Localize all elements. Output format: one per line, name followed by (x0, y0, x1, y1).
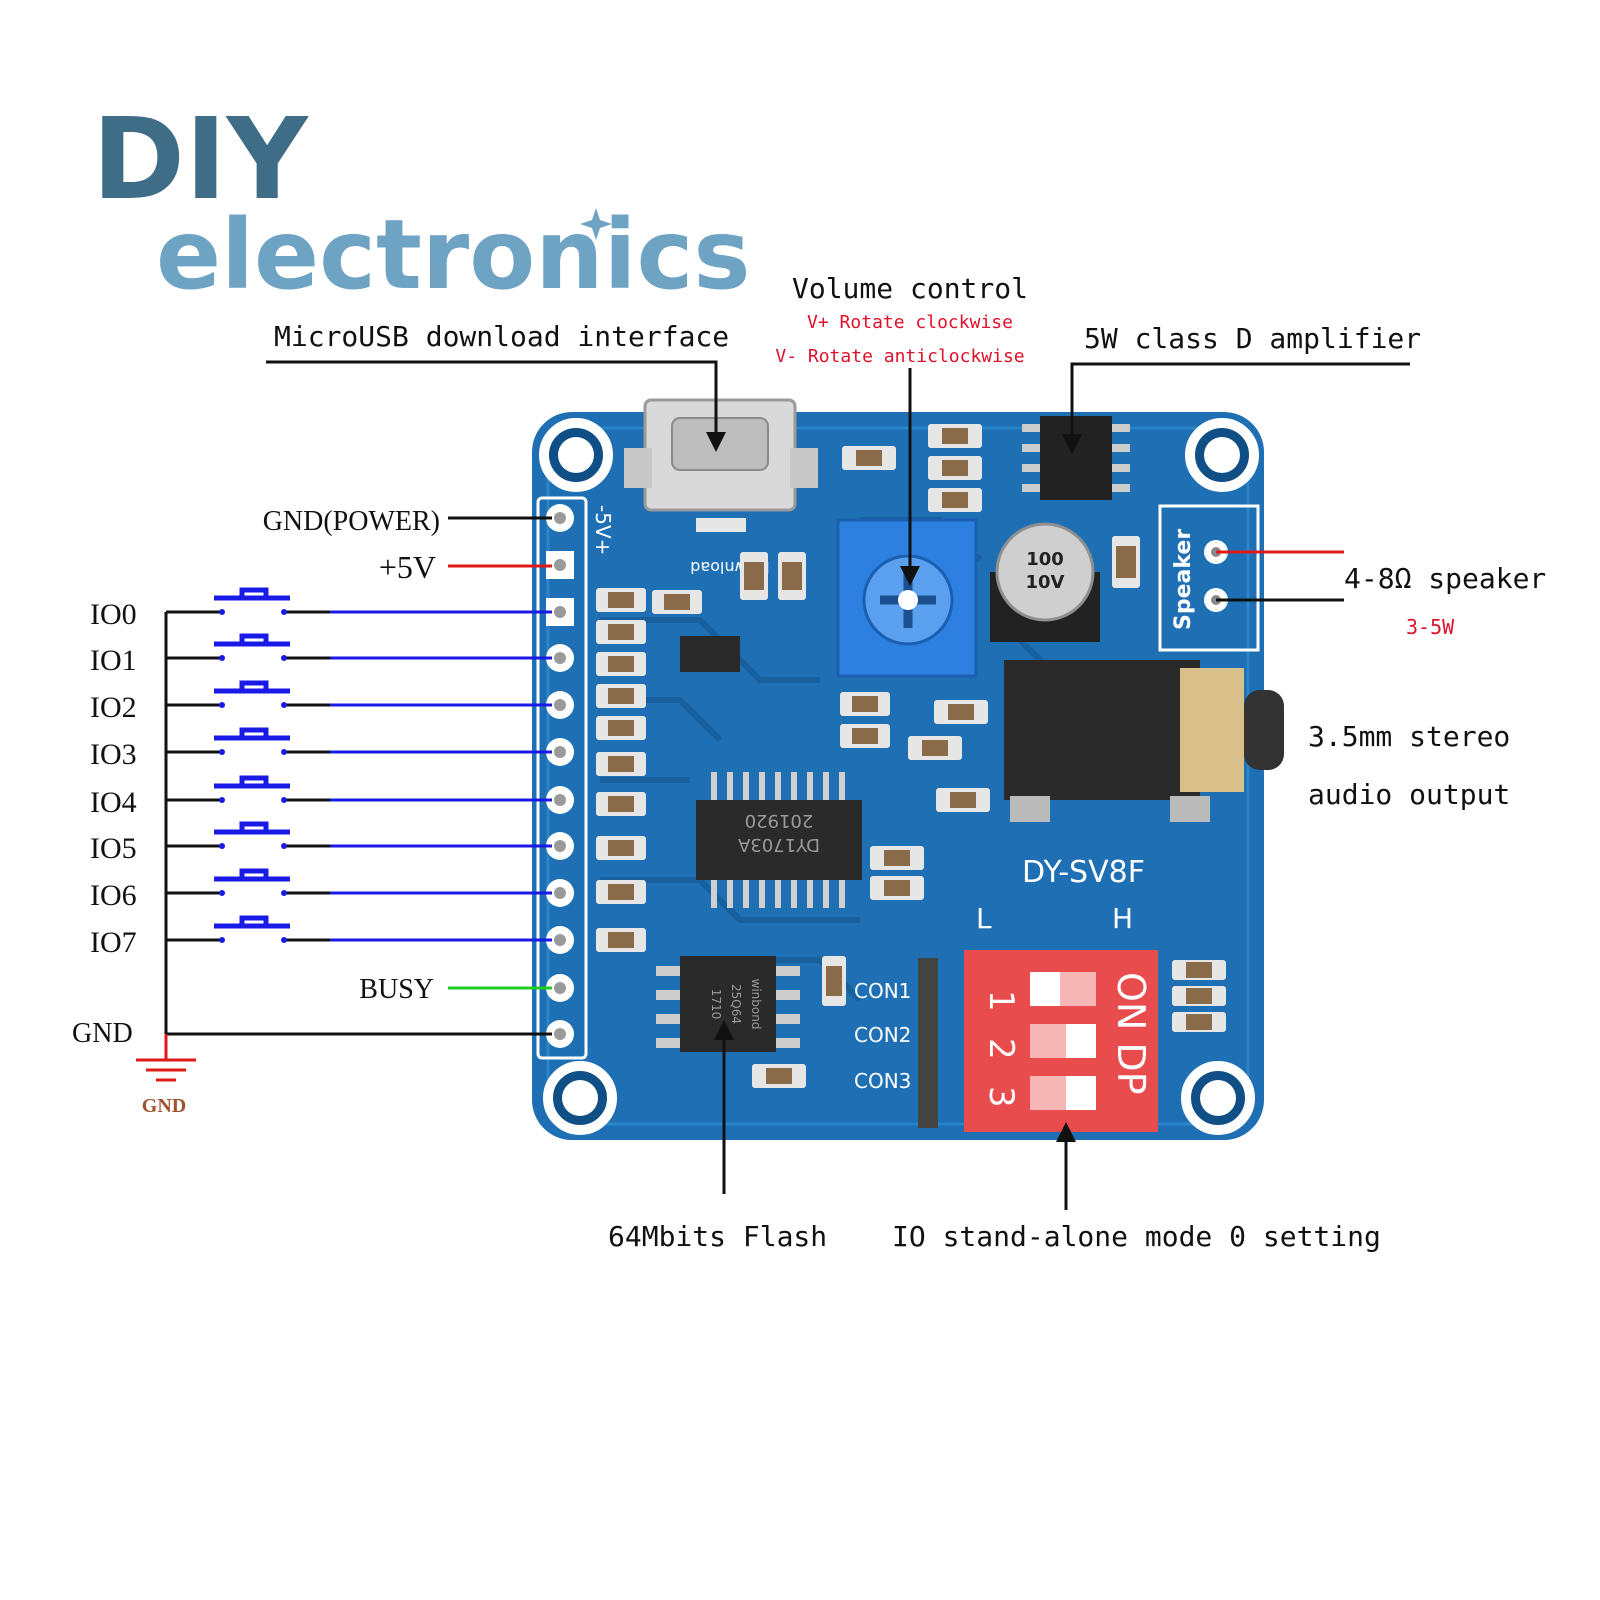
io-row-6 (166, 871, 552, 896)
flash-chip-code: 1710 (709, 989, 723, 1020)
main-chip-model: DY1703A (737, 834, 820, 855)
flash-chip-brand: winbond (749, 979, 763, 1030)
io-label-6: IO6 (90, 879, 137, 912)
mounting-hole-bl (548, 1066, 612, 1130)
speaker-label: 4-8Ω speaker (1344, 562, 1546, 595)
push-button-icon (214, 636, 290, 644)
dip-on-label: ON DP (1109, 972, 1153, 1095)
io-label-3: IO3 (90, 738, 137, 771)
push-button-icon (214, 918, 290, 926)
gnd-power-label: GND(POWER) (263, 506, 440, 537)
io-row-7 (166, 918, 552, 943)
dip-number-1: 1 (981, 990, 1021, 1012)
push-button-icon (214, 683, 290, 691)
flash-label: 64Mbits Flash (608, 1220, 827, 1253)
pcb-board: -5V+ Download (532, 400, 1284, 1140)
io-label-1: IO1 (90, 644, 137, 677)
switch-high-label: H (1112, 902, 1133, 935)
volume-title: Volume control (792, 272, 1028, 305)
audio-output-line1: 3.5mm stereo (1308, 720, 1510, 753)
con1-label: CON1 (854, 979, 911, 1003)
con2-label: CON2 (854, 1023, 911, 1047)
io-row-3 (166, 730, 552, 755)
io-row-2 (166, 683, 552, 708)
io-row-1 (166, 636, 552, 661)
io-label-5: IO5 (90, 832, 137, 865)
push-button-icon (214, 730, 290, 738)
push-button-icon (214, 590, 290, 598)
header-silkscreen: -5V+ (591, 505, 615, 555)
mode-label: IO stand-alone mode 0 setting (892, 1220, 1381, 1253)
io-row-0 (166, 590, 552, 615)
volume-cw-label: V+ Rotate clockwise (807, 312, 1013, 333)
switch-low-label: L (976, 902, 992, 935)
io-label-4: IO4 (90, 786, 137, 819)
mounting-hole-br (1186, 1066, 1250, 1130)
audio-output-line2: audio output (1308, 778, 1510, 811)
io-row-4 (166, 778, 552, 803)
volume-ccw-label: V- Rotate anticlockwise (775, 346, 1024, 367)
io-label-7: IO7 (90, 926, 137, 959)
logo-electronics: electronics (156, 199, 751, 311)
amplifier-label: 5W class D amplifier (1084, 322, 1421, 355)
io-label-2: IO2 (90, 691, 137, 724)
potentiometer (838, 520, 976, 676)
push-button-icon (214, 778, 290, 786)
dip-number-2: 2 (981, 1038, 1021, 1060)
plus5v-label: +5V (379, 549, 436, 585)
gnd-symbol-label: GND (142, 1095, 186, 1117)
gnd-label: GND (72, 1018, 133, 1049)
busy-label: BUSY (359, 974, 434, 1005)
speaker-silkscreen: Speaker (1171, 529, 1196, 630)
flash-chip-model: 25Q64 (729, 984, 743, 1024)
electrolytic-capacitor: 100 10V (990, 524, 1100, 642)
con3-label: CON3 (854, 1069, 911, 1093)
dip-switch: 1 2 3 ON DP (964, 950, 1158, 1132)
dip-number-3: 3 (981, 1086, 1021, 1108)
io-row-5 (166, 824, 552, 849)
speaker-power-label: 3-5W (1406, 615, 1455, 639)
push-button-icon (214, 871, 290, 879)
microusb-label: MicroUSB download interface (274, 320, 729, 353)
push-button-icon (214, 824, 290, 832)
ground-symbol-icon (136, 1034, 196, 1080)
cap-value: 100 (1026, 549, 1064, 570)
mounting-hole-tr (1190, 423, 1254, 487)
board-model-label: DY-SV8F (1022, 855, 1145, 890)
cap-voltage: 10V (1026, 572, 1065, 593)
main-chip-code: 201920 (745, 810, 814, 831)
io-label-0: IO0 (90, 598, 137, 631)
mounting-hole-tl (544, 423, 608, 487)
